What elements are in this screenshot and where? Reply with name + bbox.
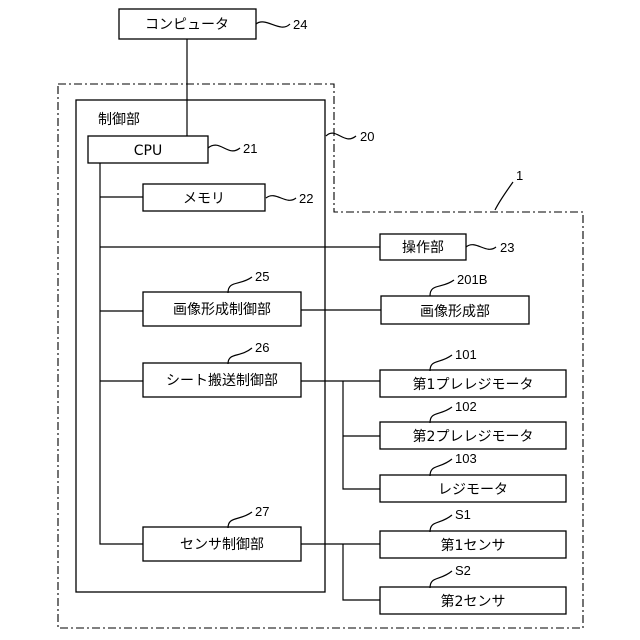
sensor-ctrl-label: センサ制御部: [180, 537, 264, 553]
image-ctrl-label: 画像形成制御部: [173, 302, 271, 318]
sensor2-label: 第2センサ: [441, 593, 506, 610]
operation-label: 操作部: [402, 240, 444, 256]
ref-image-unit: 201B: [457, 272, 487, 287]
ref-sheet-ctrl: 26: [255, 340, 269, 355]
ref-operation: 23: [500, 240, 514, 255]
ref-reg-motor: 103: [455, 451, 477, 466]
motor1-label: 第1プレレジモータ: [413, 376, 534, 393]
computer-label: コンピュータ: [145, 17, 229, 33]
memory-label: メモリ: [183, 191, 225, 207]
controller-frame: [76, 100, 325, 592]
ref-memory: 22: [299, 191, 313, 206]
ref-sensor1: S1: [455, 507, 471, 522]
motor2-label: 第2プレレジモータ: [413, 428, 534, 445]
image-unit-label: 画像形成部: [420, 304, 490, 320]
ref-controller: 20: [360, 129, 374, 144]
reg-motor-label: レジモータ: [438, 482, 508, 498]
ref-sensor2: S2: [455, 563, 471, 578]
ref-sensor-ctrl: 27: [255, 504, 269, 519]
ref-motor2: 102: [455, 399, 477, 414]
ref-motor1: 101: [455, 347, 477, 362]
cpu-label: CPU: [134, 143, 162, 159]
sheet-ctrl-label: シート搬送制御部: [166, 373, 278, 389]
controller-label: 制御部: [98, 112, 140, 128]
ref-image-ctrl: 25: [255, 269, 269, 284]
ref-computer: 24: [293, 17, 307, 32]
sensor1-label: 第1センサ: [441, 537, 506, 554]
ref-cpu: 21: [243, 141, 257, 156]
ref-apparatus: 1: [516, 168, 523, 183]
